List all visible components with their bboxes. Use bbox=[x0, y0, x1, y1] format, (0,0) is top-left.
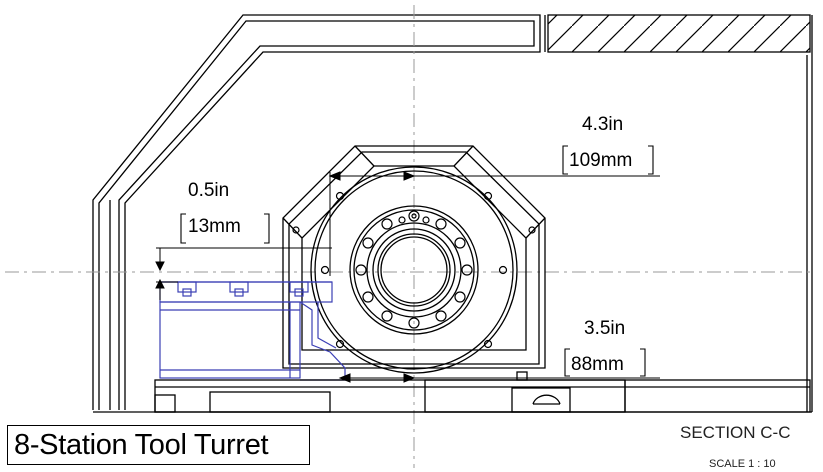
tool-holder bbox=[159, 281, 346, 381]
turret-disk bbox=[310, 166, 518, 374]
drawing-title: 8-Station Tool Turret bbox=[14, 429, 269, 461]
section-scale: SCALE 1 : 10 bbox=[709, 458, 776, 470]
dim-offset-top-metric: 13mm bbox=[188, 216, 241, 237]
dimension-height-right: 3.5in 88mm bbox=[564, 318, 646, 377]
dimension-width-right: 4.3in 109mm bbox=[562, 114, 654, 175]
dim-width-right-imperial: 4.3in bbox=[582, 114, 623, 135]
dim-offset-top-imperial: 0.5in bbox=[188, 180, 229, 201]
section-label: SECTION C-C bbox=[680, 423, 791, 442]
turret-housing bbox=[282, 145, 546, 369]
centerlines bbox=[5, 5, 812, 468]
dim-height-right-metric: 88mm bbox=[571, 354, 624, 375]
dimension-offset-top: 0.5in 13mm bbox=[180, 180, 270, 244]
dim-width-right-metric: 109mm bbox=[569, 150, 632, 171]
machine-bed bbox=[93, 371, 812, 413]
dim-height-right-imperial: 3.5in bbox=[584, 318, 625, 339]
dimension-lines bbox=[155, 171, 660, 383]
disk-screws bbox=[292, 191, 536, 349]
machine-enclosure bbox=[92, 14, 813, 412]
title-box bbox=[7, 425, 310, 465]
hatched-wall-section bbox=[547, 14, 811, 53]
bolt-circle bbox=[355, 210, 473, 329]
